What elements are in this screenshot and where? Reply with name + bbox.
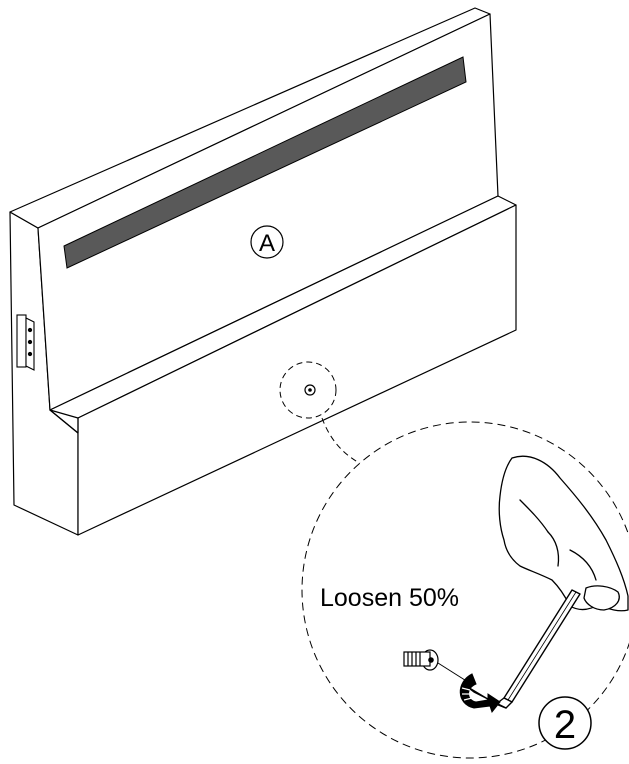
hex-key-edge-line bbox=[507, 591, 577, 701]
step-badge: 2 bbox=[538, 696, 592, 750]
step-badge-circle bbox=[538, 696, 592, 750]
panel-label-a: A bbox=[250, 225, 284, 259]
hand-thumb bbox=[583, 585, 620, 611]
hex-key bbox=[465, 589, 581, 709]
hex-key-short-arm bbox=[465, 685, 507, 709]
step-number: 2 bbox=[554, 703, 576, 747]
key-alignment-line bbox=[437, 662, 469, 683]
instruction-text: Loosen 50% bbox=[320, 584, 459, 612]
ledge-edge-line bbox=[49, 409, 79, 434]
zoom-leader-line bbox=[321, 417, 371, 469]
bracket-hole-3 bbox=[27, 351, 33, 357]
panel-label-text: A bbox=[259, 230, 275, 257]
cabinet-screw-head bbox=[308, 388, 312, 392]
screw-socket bbox=[428, 657, 434, 663]
panel-label-circle bbox=[250, 225, 284, 259]
detail-screw bbox=[403, 649, 439, 671]
bracket-plate bbox=[16, 314, 27, 368]
cabinet-slot bbox=[63, 56, 467, 269]
wall-bracket bbox=[16, 314, 35, 371]
hand-finger-line-2 bbox=[547, 531, 560, 567]
cabinet-lower-front-panel bbox=[77, 204, 517, 536]
screw-highlight bbox=[279, 361, 337, 419]
bracket-hole-2 bbox=[27, 339, 33, 345]
rotation-arrow-ribs bbox=[461, 687, 473, 701]
screw-highlight-circle bbox=[279, 361, 337, 419]
bracket-hole-1 bbox=[27, 327, 33, 333]
rotation-arrow bbox=[459, 673, 501, 714]
hand-finger-line-1 bbox=[519, 499, 549, 533]
detail-contents: 2 Loosen 50% bbox=[320, 455, 629, 750]
hand-finger-line-3 bbox=[569, 549, 597, 581]
